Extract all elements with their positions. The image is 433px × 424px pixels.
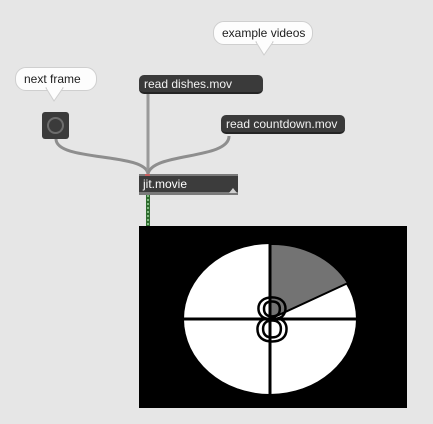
comment-next-frame-tail: [45, 87, 64, 102]
object-outlet-bar: [139, 192, 238, 195]
bang-ring-icon: [47, 117, 64, 134]
read-countdown-label: read countdown.mov: [226, 117, 338, 131]
countdown-frame: 8: [184, 242, 356, 394]
patch-cord-countdown[interactable]: [146, 135, 231, 175]
object-inlet-bar: [139, 174, 238, 176]
bang-button[interactable]: [42, 112, 69, 139]
jit-pwindow-display[interactable]: 8: [139, 226, 407, 408]
countdown-sweep-wedge: [269, 242, 350, 321]
patch-cord-bang[interactable]: [54, 138, 150, 175]
countdown-number: 8: [255, 286, 289, 355]
jit-movie-label: jit.movie: [143, 177, 188, 191]
inlet-marker[interactable]: [145, 174, 150, 176]
comment-example-videos-text: example videos: [222, 26, 306, 40]
comment-next-frame-text: next frame: [24, 72, 81, 86]
read-dishes-message[interactable]: read dishes.mov: [139, 75, 263, 94]
resize-handle-icon[interactable]: [229, 188, 237, 193]
comment-example-videos-tail: [255, 41, 274, 56]
read-countdown-message[interactable]: read countdown.mov: [221, 115, 345, 134]
read-dishes-label: read dishes.mov: [144, 77, 233, 91]
jit-movie-object[interactable]: jit.movie: [139, 174, 238, 195]
